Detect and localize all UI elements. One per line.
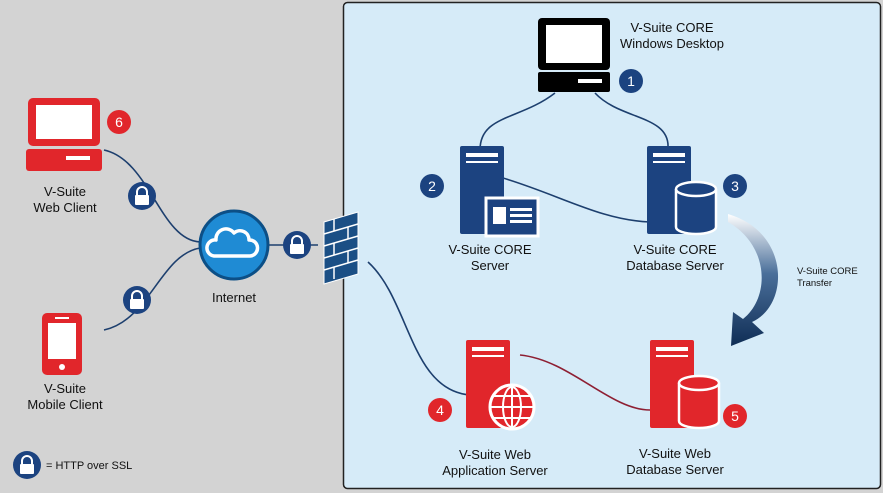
server-tower-icon (460, 146, 540, 238)
transfer-arrow-icon (728, 214, 779, 346)
transfer-label: V-Suite CORE Transfer (797, 266, 858, 289)
legend-label: = HTTP over SSL (46, 460, 133, 472)
badge-web-db: 5 (723, 404, 747, 428)
badge-web-app: 4 (428, 398, 452, 422)
web-client-label: V-Suite Web Client (33, 184, 97, 215)
web-server-globe-icon (466, 340, 536, 431)
firewall-icon (323, 211, 359, 285)
desktop-label: V-Suite CORE Windows Desktop (619, 20, 725, 51)
web-app-label: V-Suite Web Application Server (442, 447, 548, 478)
badge-core-server: 2 (420, 174, 444, 198)
badge-web-client: 6 (107, 110, 131, 134)
lock-icon (127, 181, 157, 211)
laptop-icon (26, 98, 102, 171)
internet-label: Internet (211, 290, 257, 305)
svg-text:4: 4 (436, 402, 444, 418)
core-server-label: V-Suite CORE Server (448, 242, 532, 273)
badge-desktop: 1 (619, 69, 643, 93)
svg-text:2: 2 (428, 178, 436, 194)
database-server-icon (650, 340, 721, 430)
mobile-phone-icon (42, 313, 82, 375)
desktop-computer-icon (538, 18, 610, 92)
web-db-label: V-Suite Web Database Server (626, 446, 724, 477)
svg-text:6: 6 (115, 114, 123, 130)
lock-icon (122, 285, 152, 315)
cloud-icon (198, 209, 270, 281)
mobile-client-label: V-Suite Mobile Client (27, 381, 103, 412)
lock-icon (282, 230, 312, 260)
database-server-icon (647, 146, 718, 236)
svg-text:5: 5 (731, 408, 739, 424)
badge-core-db: 3 (723, 174, 747, 198)
core-db-label: V-Suite CORE Database Server (626, 242, 724, 273)
svg-text:1: 1 (627, 73, 635, 89)
svg-text:3: 3 (731, 178, 739, 194)
legend-lock-icon (12, 450, 42, 480)
